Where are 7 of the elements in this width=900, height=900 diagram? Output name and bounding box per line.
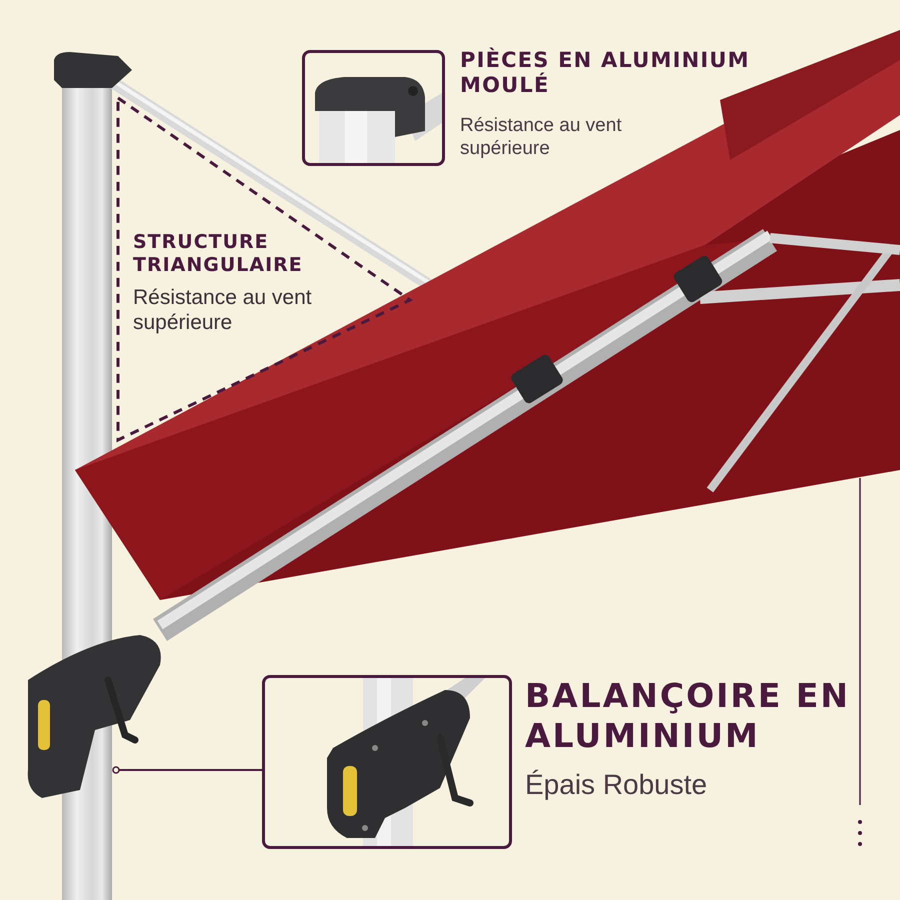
feature-description: Résistance au vent supérieure: [133, 286, 312, 334]
leader-line: [112, 766, 262, 774]
feature-heading: PIÈCES EN ALUMINIUM MOULÉ: [460, 48, 750, 98]
feature-heading: STRUCTURE TRIANGULAIRE: [133, 231, 303, 276]
feature-description: Résistance au vent supérieure: [460, 115, 622, 159]
feature-description: Épais Robuste: [525, 769, 708, 800]
feature-heading: BALANÇOIRE EN ALUMINIUM: [525, 676, 850, 755]
